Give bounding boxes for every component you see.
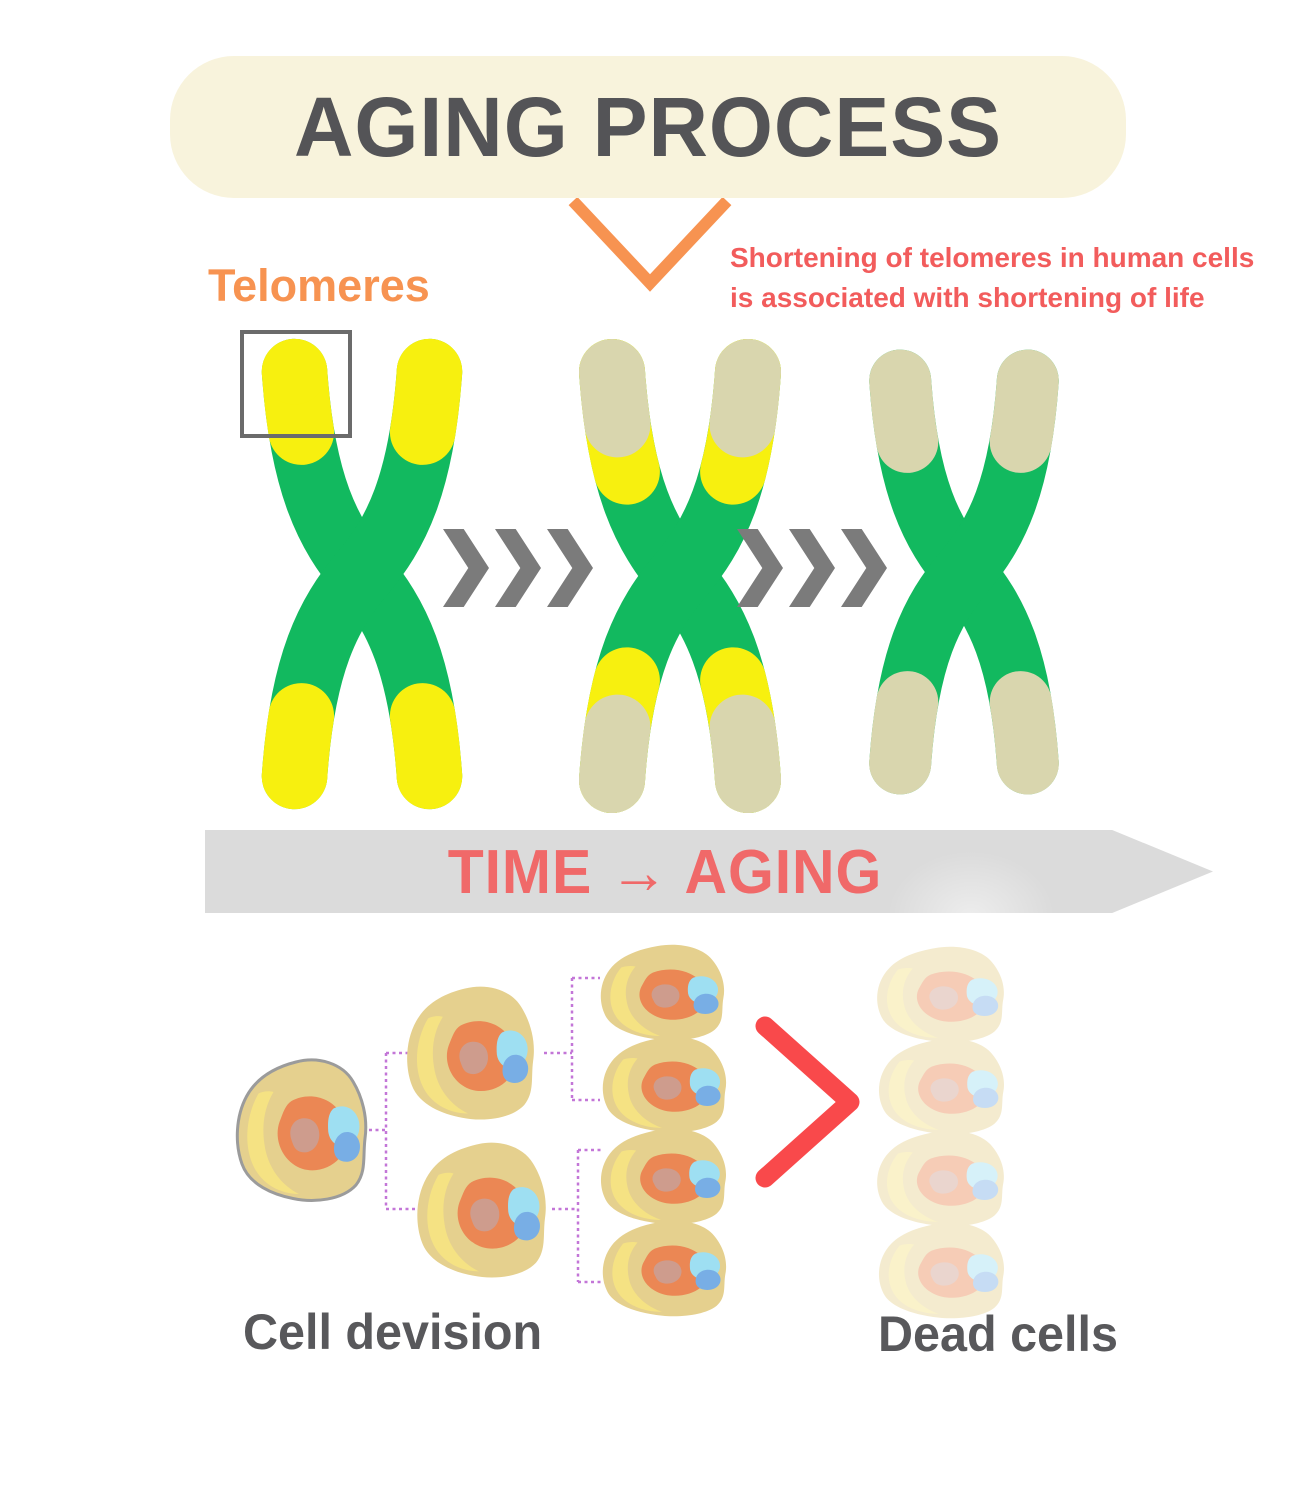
dead-cell <box>864 942 1012 1044</box>
title-banner <box>170 56 1126 198</box>
chromosome-stage-1 <box>261 338 463 810</box>
annotation-line-1: Shortening of telomeres in human cells <box>730 242 1255 273</box>
cell-division-label: Cell devision <box>243 1304 543 1360</box>
chevron-right-icon <box>755 1016 860 1188</box>
time-banner-label: TIME → AGING <box>447 838 883 907</box>
annotation-line-2: is associated with shortening of life <box>730 282 1205 313</box>
chromosome-stage-2 <box>579 339 781 813</box>
dead-cell <box>866 1034 1012 1136</box>
telomeres-label: Telomeres <box>208 260 430 311</box>
chromosome-stage-3 <box>869 349 1059 795</box>
telomere-highlight-box <box>240 330 352 438</box>
dead-cell <box>864 1126 1012 1228</box>
dead-cells-label: Dead cells <box>878 1306 1118 1362</box>
triple-chevron-right-icon <box>737 529 887 607</box>
page-title: AGING PROCESS <box>293 80 1002 174</box>
time-arrow-banner <box>205 830 1213 913</box>
triple-chevron-right-icon <box>443 529 593 607</box>
down-chevron-icon <box>568 198 732 292</box>
annotation-text: Shortening of telomeres in human cells i… <box>730 238 1254 318</box>
